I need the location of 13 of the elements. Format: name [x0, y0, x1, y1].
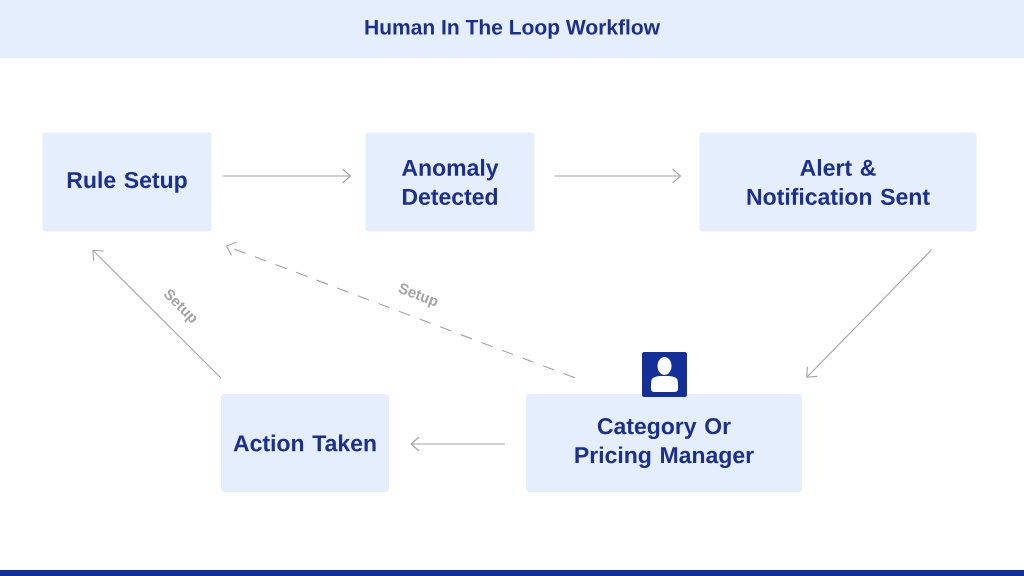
title: Human In The Loop Workflow [365, 19, 661, 39]
process-box: Anomaly Detected [365, 132, 535, 232]
arrow [410, 436, 506, 452]
process-box: Action Taken [221, 394, 389, 492]
arrow [222, 168, 352, 184]
edge-label: Setup [394, 280, 442, 312]
arrow [554, 168, 682, 184]
process-box: Rule Setup [42, 132, 212, 232]
process-box: Alert & Notification Sent [699, 132, 977, 232]
process-box: Category Or Pricing Manager [526, 394, 802, 492]
arrow [225, 241, 576, 379]
arrow [92, 249, 222, 379]
arrow [806, 249, 933, 378]
